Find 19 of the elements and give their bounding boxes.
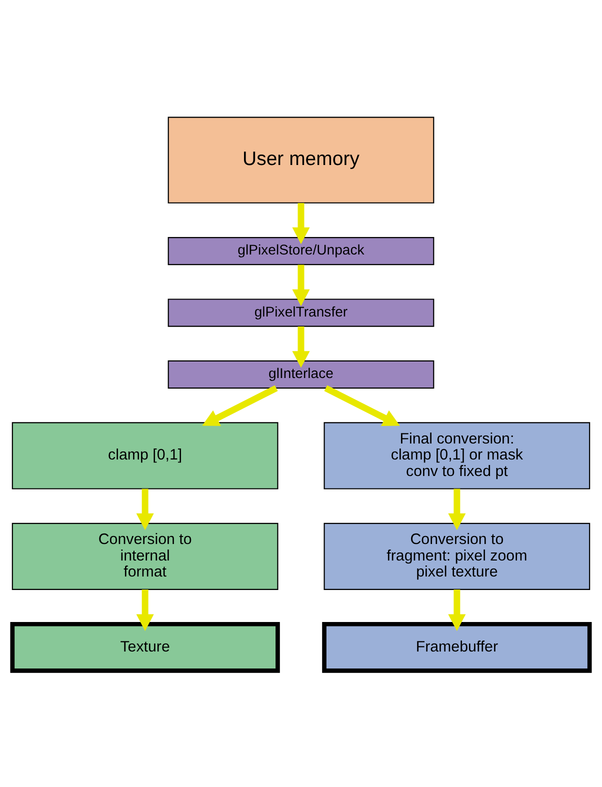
node-box: glInterlace [168,360,434,388]
arrow [448,488,466,530]
arrow [202,384,278,426]
node-box: Conversion to fragment: pixel zoom pixel texture [324,522,590,590]
node-box: Texture [10,621,280,672]
arrow [292,264,310,306]
node-box: Conversion to internal format [12,522,278,590]
node-box: Framebuffer [322,621,592,672]
arrow [324,384,400,426]
node-box: User memory [168,116,434,203]
arrow [136,488,154,530]
node-box: clamp [0,1] [12,422,278,489]
node-box: glPixelTransfer [168,298,434,326]
arrow [292,326,310,368]
arrow [136,589,154,631]
node-box: Final conversion: clamp [0,1] or mask conv to fixed pt [324,422,590,489]
node-box: glPixelStore/Unpack [168,236,434,265]
arrow [292,202,310,244]
arrow [448,589,466,631]
